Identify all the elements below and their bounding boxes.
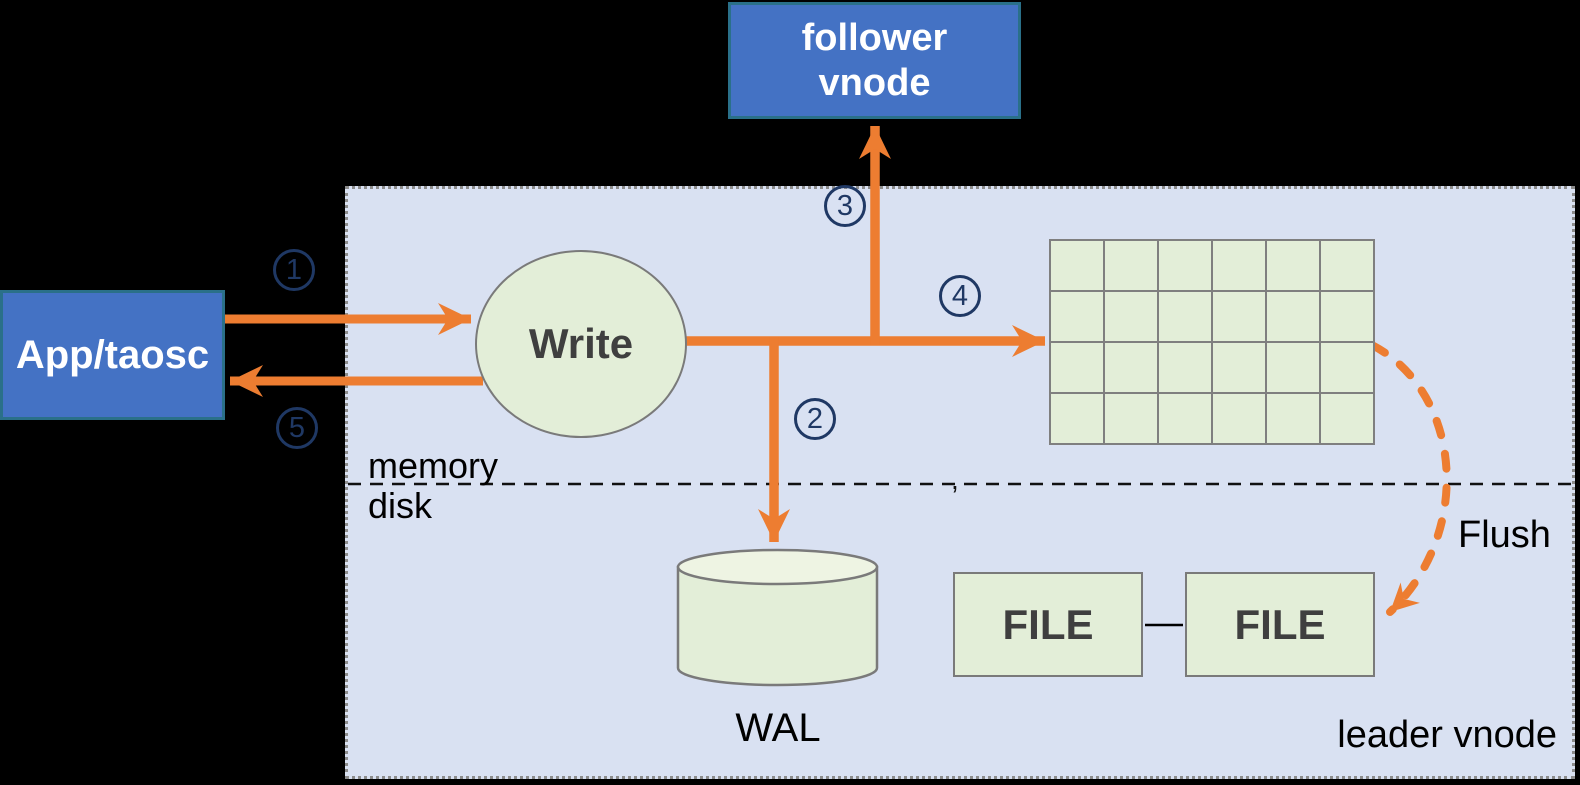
write-ellipse: Write	[475, 250, 687, 438]
memtable-cell	[1159, 343, 1211, 392]
flush-label: Flush	[1458, 514, 1551, 556]
disk-label: disk	[368, 485, 433, 526]
memtable-cell	[1267, 343, 1319, 392]
memtable-cell	[1321, 394, 1373, 443]
memtable-cell	[1321, 292, 1373, 341]
memtable-cell	[1051, 292, 1103, 341]
follower-vnode-box: follower vnode	[728, 2, 1021, 119]
memtable-cell	[1213, 343, 1265, 392]
memtable-cell	[1105, 394, 1157, 443]
file-box-right: FILE	[1185, 572, 1375, 677]
memtable-cell	[1159, 241, 1211, 290]
file-box-left: FILE	[953, 572, 1143, 677]
memtable-cell	[1213, 394, 1265, 443]
memory-label: memory	[368, 445, 499, 486]
memtable-cell	[1051, 394, 1103, 443]
memtable-cell	[1213, 241, 1265, 290]
file-left-label: FILE	[1002, 600, 1094, 648]
step-badge-1: 1	[273, 249, 315, 291]
memtable-cell	[1267, 292, 1319, 341]
follower-vnode-label-line1: follower	[801, 16, 948, 59]
leader-vnode-label: leader vnode	[1337, 714, 1557, 756]
memtable-cell	[1267, 241, 1319, 290]
follower-vnode-label-line2: vnode	[818, 61, 931, 104]
memtable-cell	[1321, 241, 1373, 290]
memtable-cell	[1051, 343, 1103, 392]
memtable-cell	[1213, 292, 1265, 341]
memtable-cell	[1051, 241, 1103, 290]
memtable-cell	[1267, 394, 1319, 443]
write-label: Write	[528, 320, 634, 367]
app-taosc-box: App/taosc	[0, 290, 225, 420]
step-badge-5: 5	[276, 407, 318, 449]
step-badge-2: 2	[794, 398, 836, 440]
step-badge-4: 4	[939, 275, 981, 317]
memtable-cell	[1105, 343, 1157, 392]
wal-label: WAL	[735, 706, 821, 750]
file-right-label: FILE	[1234, 600, 1326, 648]
memtable-cell	[1105, 241, 1157, 290]
step-badge-3: 3	[824, 185, 866, 227]
memtable-cell	[1321, 343, 1373, 392]
app-taosc-label: App/taosc	[15, 332, 210, 377]
memtable-grid	[1049, 239, 1375, 445]
memtable-cell	[1159, 292, 1211, 341]
memtable-cell	[1159, 394, 1211, 443]
stray-mark: ,	[951, 464, 959, 495]
memtable-cell	[1105, 292, 1157, 341]
